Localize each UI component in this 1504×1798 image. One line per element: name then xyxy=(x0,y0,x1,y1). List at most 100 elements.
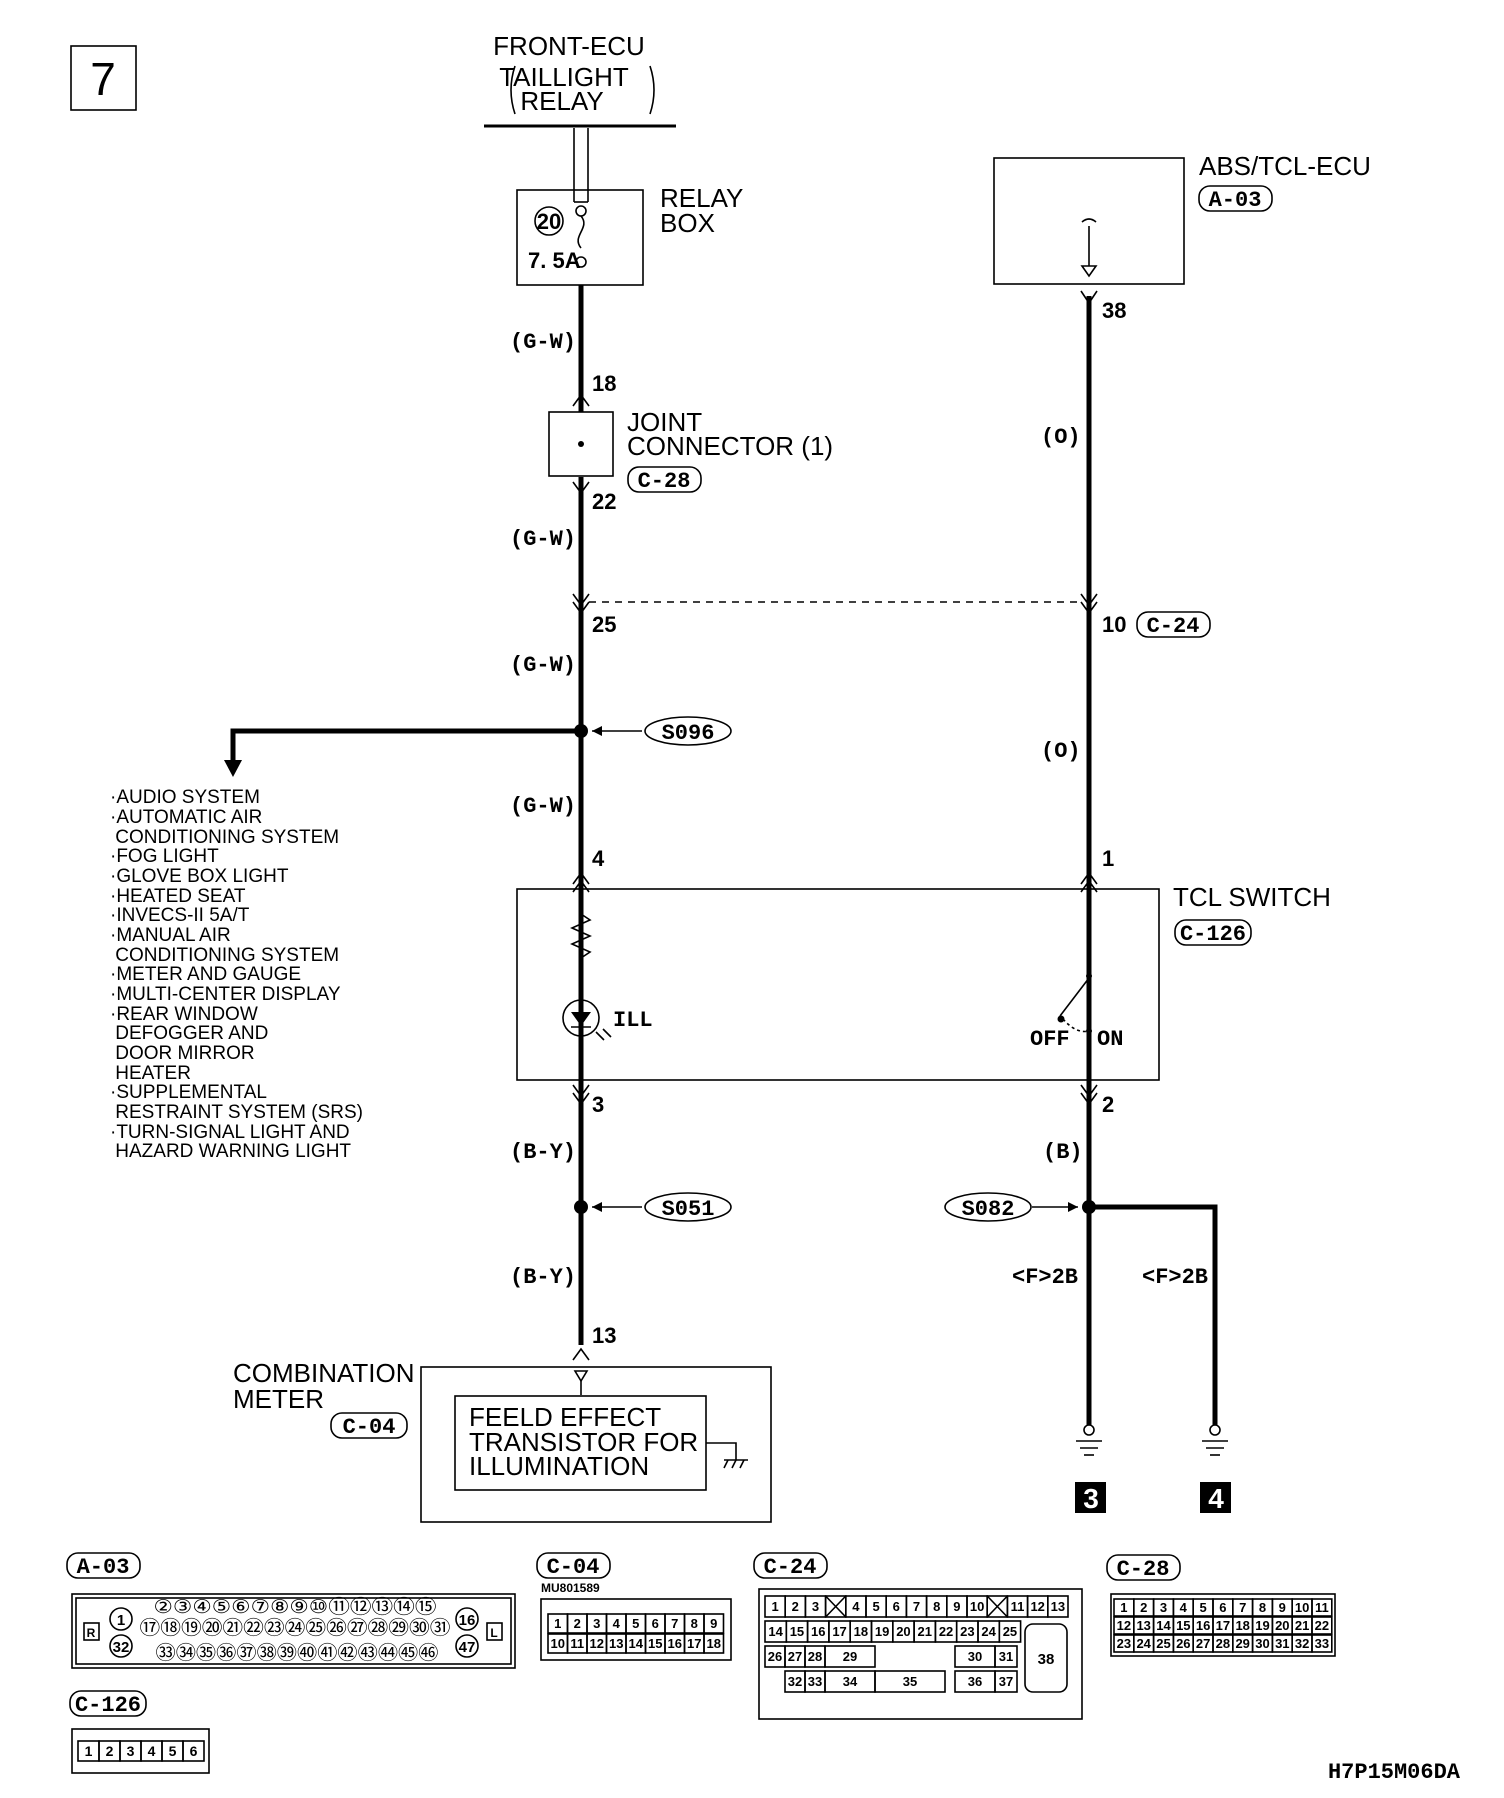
pin-number: 23 xyxy=(1117,1636,1131,1651)
s051-pointer-arrow-icon xyxy=(592,1202,602,1212)
abs-tcl-ecu-label: ABS/TCL-ECU xyxy=(1199,151,1371,181)
fet-label-2: TRANSISTOR FOR xyxy=(469,1427,698,1457)
pin-number: 32 xyxy=(1295,1636,1309,1651)
pin-number: 3 xyxy=(127,1743,135,1759)
c04-view xyxy=(540,1598,732,1661)
pin-number: 11 xyxy=(1315,1600,1329,1615)
pin-number: 27 xyxy=(1196,1636,1210,1651)
pin-number: 13 xyxy=(609,1636,623,1651)
combination-meter-label-1: COMBINATION xyxy=(233,1358,415,1388)
fuse-terminal-top xyxy=(575,205,587,217)
pin-number: 2 xyxy=(106,1743,114,1759)
pin-number: 23 xyxy=(960,1624,974,1639)
page-number: 7 xyxy=(90,53,116,105)
ground-location-2: <F>2B xyxy=(1142,1265,1208,1290)
a03-pin-16-ring xyxy=(455,1607,479,1631)
systems-item: ·REAR WINDOW xyxy=(110,1004,258,1025)
pin-number: 14 xyxy=(768,1624,783,1639)
pin-number: 28 xyxy=(1216,1636,1230,1651)
pin-38: 38 xyxy=(1102,298,1126,323)
pin-1: 1 xyxy=(1102,846,1114,871)
pin-number: 18 xyxy=(707,1636,721,1651)
a03-row-2: ⑰⑱⑲⑳㉑㉒㉓㉔㉕㉖㉗㉘㉙㉚㉛ xyxy=(140,1617,451,1639)
pin-cell xyxy=(998,1620,1022,1643)
document-code: H7P15M06DA xyxy=(1328,1760,1461,1785)
pin-number: 1 xyxy=(1120,1600,1127,1615)
systems-item: RESTRAINT SYSTEM (SRS) xyxy=(110,1102,363,1123)
pin-number: 4 xyxy=(852,1599,860,1614)
combination-meter-box xyxy=(420,1366,772,1523)
pin-number: 15 xyxy=(1176,1618,1190,1633)
pin-number: 8 xyxy=(933,1599,940,1614)
switch-blade xyxy=(1059,977,1090,1017)
a03-connector-tag xyxy=(1198,185,1273,212)
a03-l: L xyxy=(490,1626,497,1640)
a03-view xyxy=(71,1593,516,1669)
systems-item: CONDITIONING SYSTEM xyxy=(110,827,339,848)
pin-cell xyxy=(182,1740,205,1762)
c04-view-label: C-04 xyxy=(547,1555,600,1580)
pin-number: 33 xyxy=(1315,1636,1329,1651)
wire-color-o-1: (O) xyxy=(1041,425,1081,450)
empty-pin-mark xyxy=(825,1595,847,1618)
pin-number: 1 xyxy=(554,1616,561,1631)
a03-l-key xyxy=(486,1622,503,1641)
wire-branch-systems xyxy=(230,728,581,762)
wire-color-b: (B) xyxy=(1043,1140,1083,1165)
pin-number: 3 xyxy=(1160,1600,1167,1615)
systems-item: ·AUTOMATIC AIR xyxy=(110,807,262,828)
pin-number: 25 xyxy=(1003,1624,1017,1639)
c126-connector-tag xyxy=(1174,919,1252,946)
pin-number: 25 xyxy=(1156,1636,1170,1651)
wire-color-by-2: (B-Y) xyxy=(510,1265,576,1290)
ill-label: ILL xyxy=(613,1008,653,1033)
pin-number: 7 xyxy=(1239,1600,1246,1615)
ground-4-badge xyxy=(1200,1482,1231,1513)
systems-item: ·METER AND GAUGE xyxy=(110,964,301,985)
fuse-number: 20 xyxy=(537,209,561,234)
pin-number: 24 xyxy=(1136,1636,1151,1651)
wire-color-by-1: (B-Y) xyxy=(510,1140,576,1165)
switch-off-contact xyxy=(1057,1015,1065,1023)
pin-18-chevron xyxy=(572,393,590,407)
pin-cell xyxy=(703,1613,725,1634)
joint-connector-box xyxy=(548,411,614,477)
pin-number: 5 xyxy=(169,1743,177,1759)
a03-row-3: ㉝㉞㉟㊱㊲㊳㊴㊵㊶㊷㊸㊹㊺㊻ xyxy=(156,1642,439,1664)
pin-number: 5 xyxy=(872,1599,879,1614)
front-ecu-label: FRONT-ECU xyxy=(493,31,645,61)
pin-number: 1 xyxy=(85,1743,93,1759)
c04-connector-tag xyxy=(330,1412,408,1439)
pin-13-chevron xyxy=(572,1347,590,1361)
ecu-internal-mark xyxy=(1081,218,1097,223)
fuse-number-circle xyxy=(534,206,564,236)
led-icon xyxy=(571,1012,591,1026)
empty-pin-mark xyxy=(986,1595,1008,1618)
relay-box-label-2: BOX xyxy=(660,208,715,238)
s082-tag xyxy=(944,1192,1032,1222)
ground-3-icon xyxy=(1076,1424,1102,1456)
joint-connector-label-1: JOINT xyxy=(627,407,702,437)
c24-connector-label: C-24 xyxy=(1147,614,1200,639)
fuse-element-icon xyxy=(577,215,585,249)
s096-label: S096 xyxy=(662,721,715,746)
pin-cell xyxy=(703,1633,725,1654)
a03-row-1: ②③④⑤⑥⑦⑧⑨⑩⑪⑫⑬⑭⑮ xyxy=(154,1596,437,1618)
pin-number: 35 xyxy=(903,1674,917,1689)
pin-number: 4 xyxy=(148,1743,156,1759)
c126-connector-label: C-126 xyxy=(1180,922,1246,947)
wire-color-gw-1: (G-W) xyxy=(510,330,576,355)
pin-number: 19 xyxy=(875,1624,889,1639)
front-ecu-sub1: TAILLIGHT xyxy=(499,62,629,92)
bracket-right xyxy=(649,65,655,115)
pin-number: 3 xyxy=(593,1616,600,1631)
pin-number: 1 xyxy=(771,1599,778,1614)
pin-number: 14 xyxy=(629,1636,644,1651)
pin-number: 13 xyxy=(1051,1599,1065,1614)
resistor-icon xyxy=(570,913,592,959)
pin-number: 15 xyxy=(648,1636,662,1651)
branch-arrow-icon xyxy=(224,760,242,777)
page-number-box xyxy=(70,45,137,111)
